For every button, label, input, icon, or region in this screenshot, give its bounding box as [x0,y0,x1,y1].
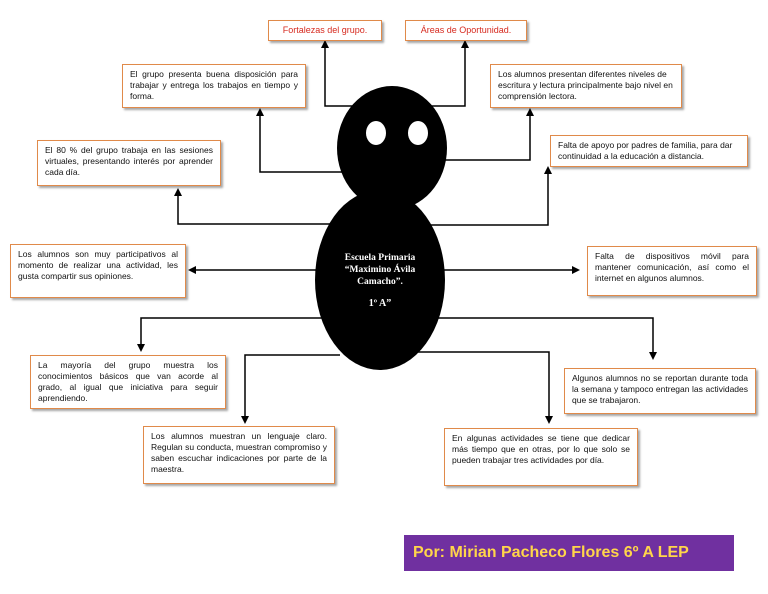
connector-opportunity-4 [438,317,657,360]
figure-head [337,86,447,210]
strength-box-1: El grupo presenta buena disposición para… [122,64,306,108]
strength-box-5: Los alumnos muestran un lenguaje claro. … [143,426,335,484]
grade-label: 1º A” [368,298,392,309]
connector-strength-4 [137,317,325,352]
connector-opportunity-2 [430,166,552,226]
connector-opportunity-5 [418,351,553,424]
figure-right-eye [408,121,428,145]
connector-strength-2 [174,188,333,225]
strength-box-4: La mayoría del grupo muestra los conocim… [30,355,226,409]
opportunity-box-1: Los alumnos presentan diferentes niveles… [490,64,682,108]
figure-left-eye [366,121,386,145]
strength-box-2: El 80 % del grupo trabaja en las sesione… [37,140,221,186]
center-label: Escuela Primaria “Maximino Ávila Camacho… [330,252,430,310]
connector-opportunity-1 [438,108,534,161]
author-banner: Por: Mirian Pacheco Flores 6º A LEP [404,535,734,571]
opportunities-header: Áreas de Oportunidad. [405,20,527,41]
opportunity-box-2: Falta de apoyo por padres de familia, pa… [550,135,748,167]
connector-opportunities-header [417,40,469,107]
school-name: Escuela Primaria “Maximino Ávila Camacho… [344,253,416,287]
strengths-header: Fortalezas del grupo. [268,20,382,41]
figure-body [315,190,445,370]
strength-box-3: Los alumnos son muy participativos al mo… [10,244,186,298]
connector-strengths-header [321,40,363,107]
connector-strength-1 [256,108,345,173]
opportunity-box-5: En algunas actividades se tiene que dedi… [444,428,638,486]
opportunity-box-3: Falta de dispositivos móvil para mantene… [587,246,757,296]
connector-strength-5 [241,354,340,424]
opportunity-box-4: Algunos alumnos no se reportan durante t… [564,368,756,414]
